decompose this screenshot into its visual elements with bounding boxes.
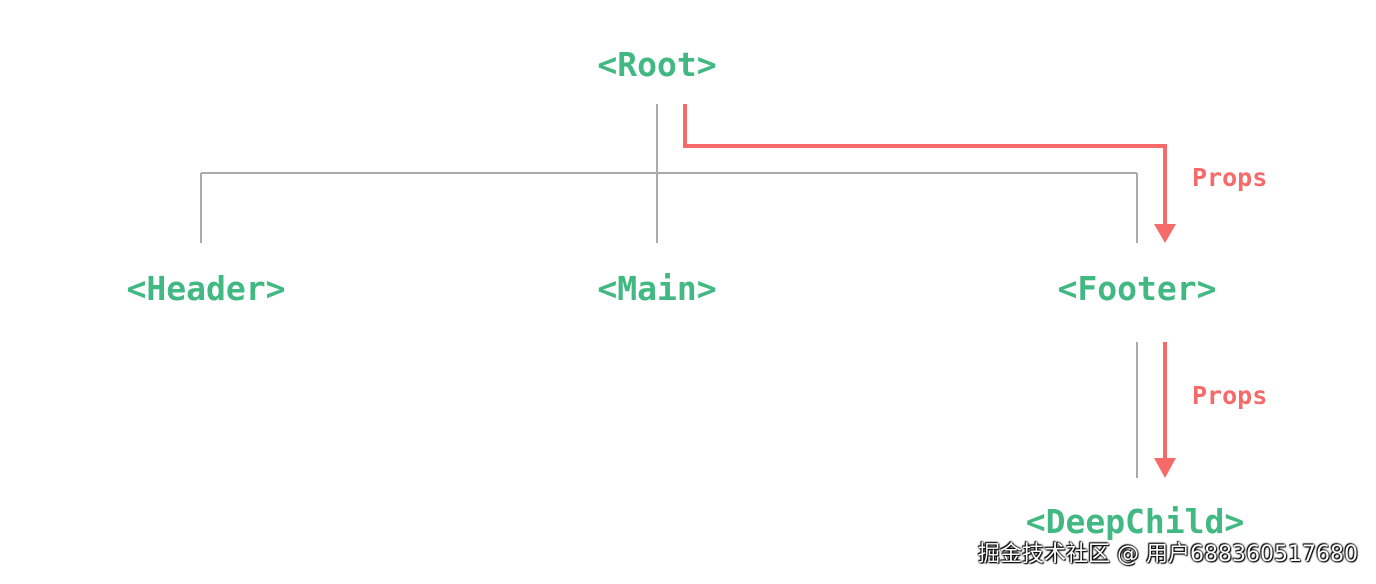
root-node: <Root> <box>597 45 716 84</box>
main-node: <Main> <box>597 269 716 308</box>
root-to-footer-arrowhead <box>1154 224 1176 243</box>
props-label-root-footer: Props <box>1192 163 1267 192</box>
watermark-text: 掘金技术社区 @ 用户688360517680 <box>978 542 1358 567</box>
root-to-footer-arrow-line <box>683 104 1167 228</box>
deepchild-node: <DeepChild> <box>1026 502 1245 541</box>
tree-connectors <box>200 104 1138 478</box>
footer-to-deepchild-arrowhead <box>1154 458 1176 478</box>
props-label-footer-deepchild: Props <box>1192 381 1267 410</box>
header-node: <Header> <box>127 269 286 308</box>
props-flow-arrows <box>683 104 1176 478</box>
footer-node: <Footer> <box>1058 269 1217 308</box>
